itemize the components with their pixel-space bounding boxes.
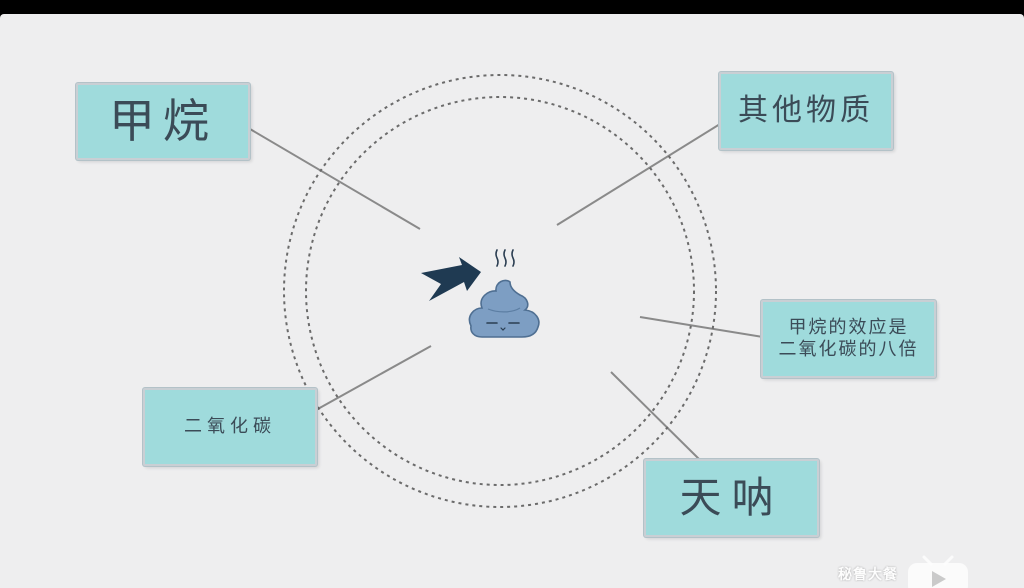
connector-co2 bbox=[315, 345, 432, 411]
inner-dashed-ring bbox=[305, 96, 695, 486]
outer-dashed-ring bbox=[283, 74, 717, 508]
label-methane-effect-line2: 二氧化碳的八倍 bbox=[778, 339, 919, 360]
label-methane-effect-line1: 甲烷的效应是 bbox=[788, 317, 909, 339]
label-card-methane: 甲烷 bbox=[76, 83, 250, 160]
diagram-graphics bbox=[249, 74, 764, 508]
steam-icon bbox=[495, 249, 515, 267]
label-tianna: 天呐 bbox=[679, 472, 784, 522]
connector-tianna bbox=[610, 371, 702, 462]
label-card-tianna: 天呐 bbox=[644, 459, 819, 537]
label-other-substances: 其他物质 bbox=[738, 93, 874, 128]
label-card-other-substances: 其他物质 bbox=[719, 72, 893, 150]
label-card-methane-effect: 甲烷的效应是 二氧化碳的八倍 bbox=[761, 300, 936, 378]
label-methane-effect: 甲烷的效应是 二氧化碳的八倍 bbox=[779, 317, 919, 360]
label-card-co2: 二氧化碳 bbox=[143, 388, 317, 466]
connector-methane bbox=[249, 128, 421, 230]
watermark: 秘鲁大餐 bbox=[838, 551, 972, 588]
connector-other-substances bbox=[556, 123, 721, 226]
poop-icon bbox=[468, 279, 540, 338]
label-co2: 二氧化碳 bbox=[184, 416, 276, 438]
play-button-icon bbox=[908, 555, 968, 588]
label-methane: 甲烷 bbox=[109, 93, 217, 148]
connector-methane-effect bbox=[639, 316, 764, 338]
diagram-canvas: 甲烷 其他物质 甲烷的效应是 二氧化碳的八倍 二氧化碳 天呐 秘鲁大餐 bbox=[0, 14, 1024, 588]
pointer-arrow-icon bbox=[421, 257, 481, 301]
watermark-text: 秘鲁大餐 bbox=[838, 567, 898, 583]
